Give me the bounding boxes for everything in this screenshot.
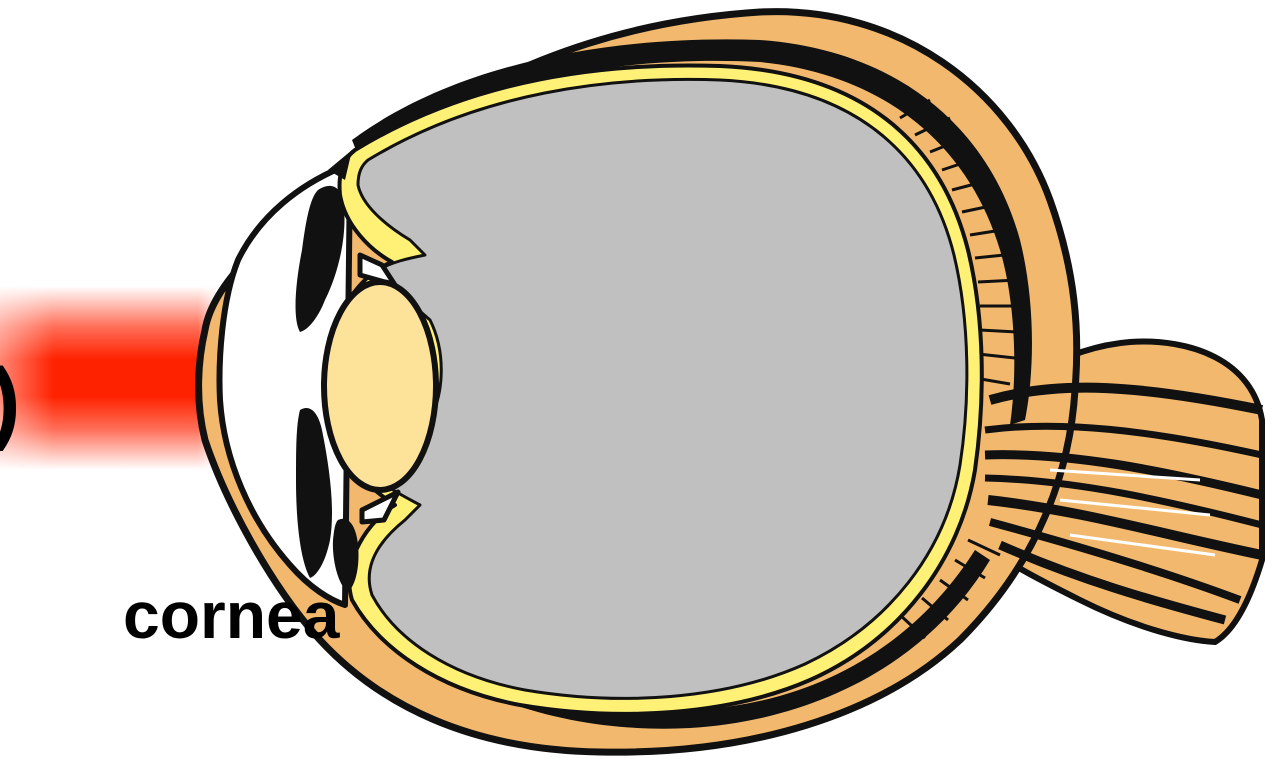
cornea-label: cornea bbox=[123, 582, 339, 648]
vitreous-humor bbox=[358, 79, 967, 698]
cut-off-label-text: ) bbox=[0, 355, 21, 447]
lens bbox=[324, 282, 436, 490]
light-beam bbox=[0, 286, 215, 470]
